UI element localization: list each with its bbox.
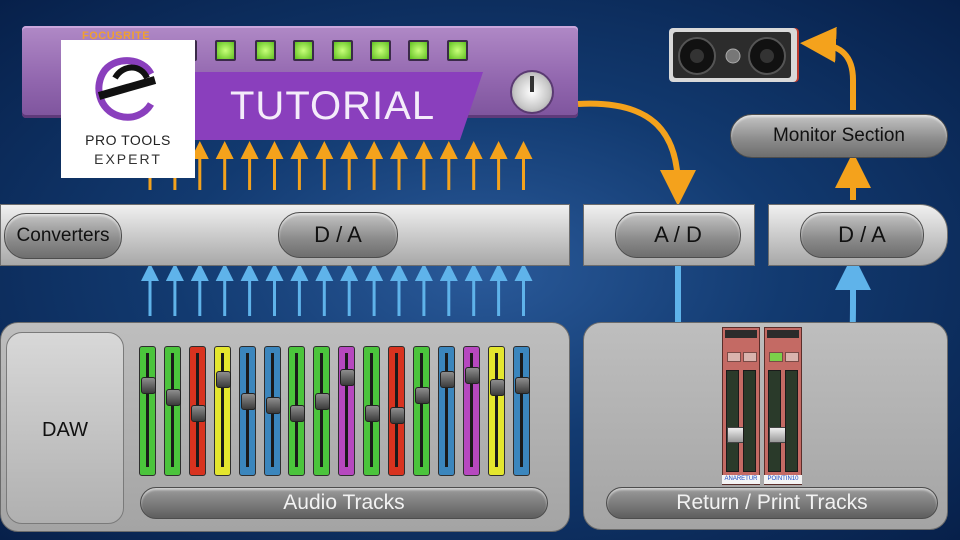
fader-cap bbox=[489, 379, 505, 396]
pro-tools-expert-logo: PRO TOOLS EXPERT bbox=[61, 40, 195, 178]
logo-line-1: PRO TOOLS bbox=[85, 132, 171, 148]
converters-label: Converters bbox=[4, 213, 122, 259]
fader-cap bbox=[141, 377, 156, 394]
audio-track-fader bbox=[139, 346, 156, 476]
fader-cap bbox=[315, 393, 331, 410]
fader-slot bbox=[469, 353, 473, 467]
return-strip-2: POINTIN10 bbox=[764, 327, 802, 485]
fader-slot bbox=[345, 353, 349, 467]
fader-cap bbox=[165, 389, 181, 406]
return-strip-1-name: ANARETUR bbox=[722, 475, 760, 484]
rack-channel-button bbox=[293, 40, 314, 61]
audio-track-fader bbox=[338, 346, 356, 476]
fader-cap bbox=[390, 407, 405, 424]
daw-label: DAW bbox=[42, 419, 88, 441]
strip-button bbox=[769, 352, 783, 362]
fader-cap bbox=[514, 377, 530, 394]
fader-cap bbox=[439, 371, 455, 388]
tutorial-banner bbox=[195, 72, 483, 140]
fader-cap bbox=[340, 369, 356, 386]
fader-cap bbox=[464, 367, 480, 384]
da-converter-pill: D / A bbox=[278, 212, 398, 258]
expert-e-logo-icon bbox=[95, 57, 157, 121]
rack-channel-button bbox=[408, 40, 429, 61]
fader-cap bbox=[215, 371, 231, 388]
rack-brand: FOCUSRITE bbox=[82, 30, 151, 42]
daw-box: DAW bbox=[6, 332, 124, 524]
fader-cap bbox=[265, 397, 281, 414]
ad-converter-pill: A / D bbox=[615, 212, 741, 258]
strip-fader-track bbox=[726, 370, 744, 472]
rack-channel-button bbox=[447, 40, 468, 61]
strip-header bbox=[725, 330, 757, 338]
fader-slot bbox=[320, 353, 324, 467]
rack-channel-button bbox=[255, 40, 276, 61]
audio-track-fader bbox=[163, 346, 181, 476]
interface-to-ad-arrow bbox=[577, 100, 696, 206]
audio-tracks-label: Audio Tracks bbox=[140, 487, 548, 519]
audio-track-fader bbox=[388, 346, 405, 476]
monitor-section-pill: Monitor Section bbox=[730, 114, 948, 158]
strip-meter bbox=[785, 370, 798, 472]
strip-fader-cap bbox=[769, 427, 786, 443]
audio-track-fader bbox=[288, 346, 306, 476]
strip-fader-cap bbox=[727, 427, 744, 443]
audio-track-fader bbox=[437, 346, 455, 476]
fader-cap bbox=[240, 393, 256, 410]
audio-track-fader bbox=[213, 346, 231, 476]
fader-slot bbox=[220, 353, 224, 467]
fader-slot bbox=[494, 353, 498, 467]
strip-meter bbox=[743, 370, 756, 472]
strip-button bbox=[727, 352, 741, 362]
fader-cap bbox=[190, 405, 206, 422]
fader-slot bbox=[419, 353, 423, 467]
audio-track-fader bbox=[313, 346, 331, 476]
fader-cap bbox=[290, 405, 306, 422]
strip-button bbox=[785, 352, 799, 362]
audio-track-fader bbox=[487, 346, 505, 476]
logo-line-2: EXPERT bbox=[94, 151, 162, 167]
fader-slot bbox=[170, 353, 174, 467]
fader-slot bbox=[245, 353, 249, 467]
audio-track-fader bbox=[512, 346, 530, 476]
rack-channel-button bbox=[370, 40, 391, 61]
audio-track-fader bbox=[462, 346, 480, 476]
return-strip-2-name: POINTIN10 bbox=[764, 475, 802, 484]
fader-slot bbox=[519, 353, 523, 467]
audio-track-fader bbox=[363, 346, 381, 476]
audio-track-fader bbox=[188, 346, 206, 476]
rack-channel-button bbox=[332, 40, 353, 61]
studio-monitor-speaker-icon bbox=[669, 28, 799, 82]
da-converter-pill-right: D / A bbox=[800, 212, 924, 258]
fader-slot bbox=[444, 353, 448, 467]
monitor-to-speaker-arrow bbox=[800, 26, 856, 110]
fader-slot bbox=[146, 353, 149, 467]
audio-track-fader bbox=[412, 346, 430, 476]
rack-channel-button bbox=[215, 40, 236, 61]
audio-track-fader bbox=[238, 346, 256, 476]
rack-volume-knob bbox=[510, 70, 554, 114]
audio-track-fader bbox=[263, 346, 281, 476]
return-tracks-label: Return / Print Tracks bbox=[606, 487, 938, 519]
fader-cap bbox=[414, 387, 430, 404]
strip-button bbox=[743, 352, 757, 362]
strip-fader-track bbox=[768, 370, 786, 472]
return-strip-1: ANARETUR bbox=[722, 327, 760, 485]
tutorial-banner-text: TUTORIAL bbox=[230, 84, 436, 128]
fader-cap bbox=[365, 405, 381, 422]
strip-header bbox=[767, 330, 799, 338]
